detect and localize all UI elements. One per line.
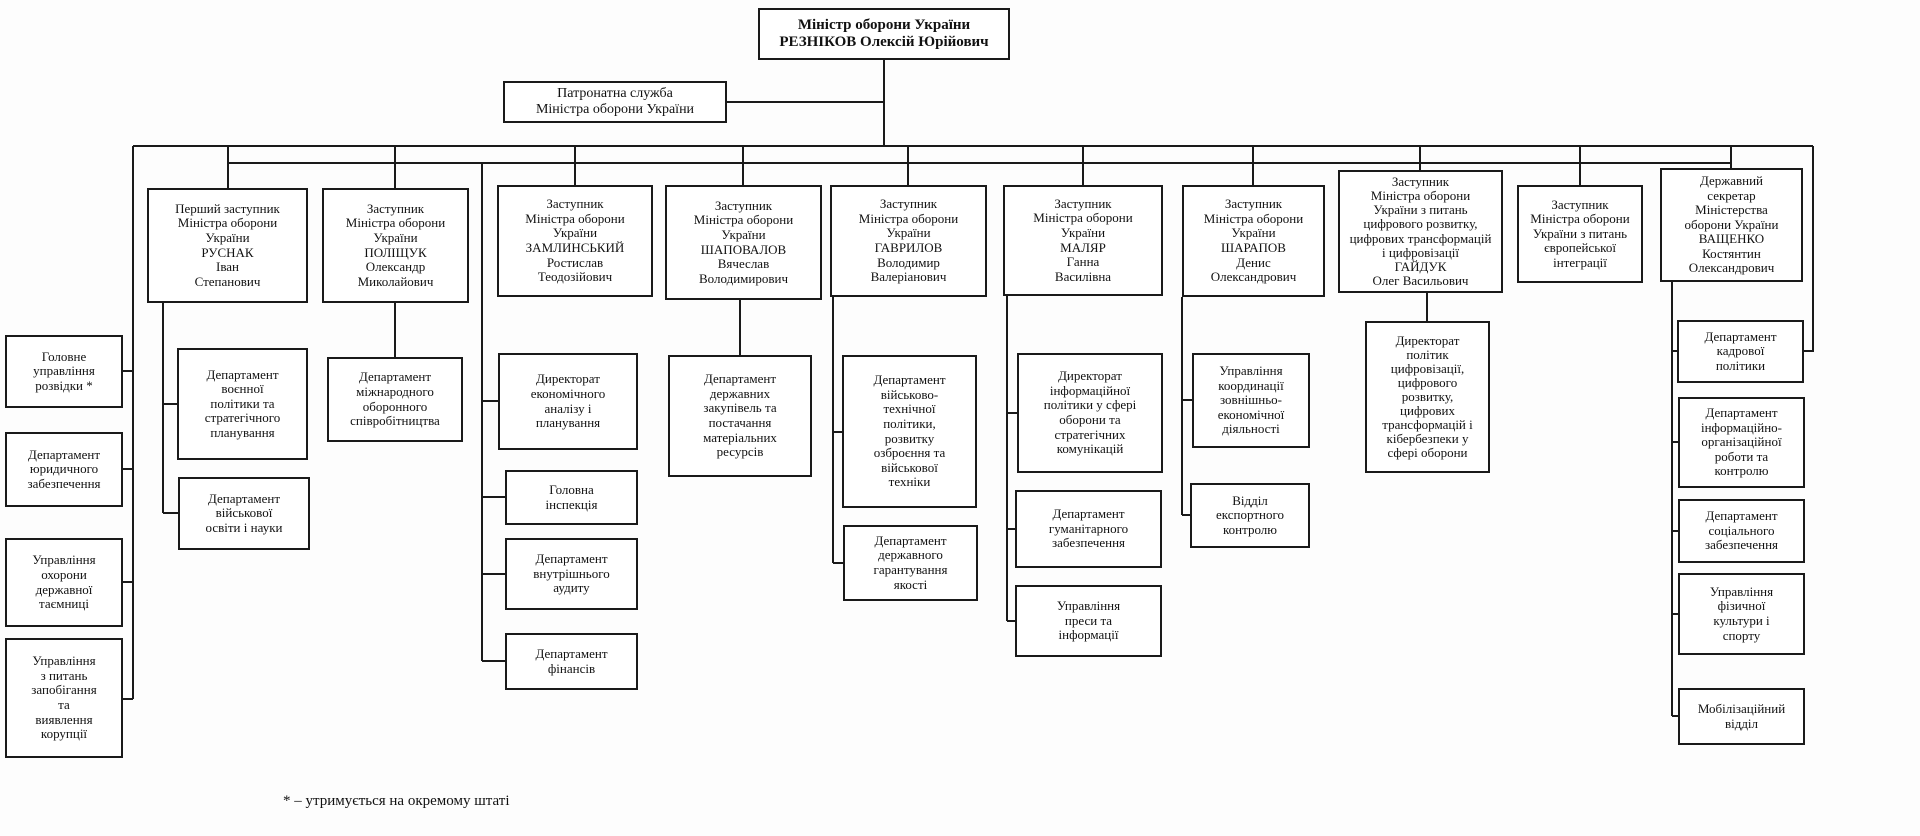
node-foreign-economic-coordination-unit: Управління координації зовнішньо- економ… — [1192, 353, 1310, 448]
node-export-control-unit: Відділ експортного контролю — [1190, 483, 1310, 548]
node-info-org-work-control-dept: Департамент інформаційно- організаційної… — [1678, 397, 1805, 488]
node-deputy-polishchuk: Заступник Міністра оборони України ПОЛІЩ… — [322, 188, 469, 303]
node-military-technical-policy-dept: Департамент військово- технічної політик… — [842, 355, 977, 508]
node-deputy-shapovalov: Заступник Міністра оборони України ШАПОВ… — [665, 185, 822, 300]
node-deputy-havrylov: Заступник Міністра оборони України ГАВРИ… — [830, 185, 987, 297]
node-minister: Міністр оборони України РЕЗНІКОВ Олексій… — [758, 8, 1010, 60]
node-military-policy-planning-dept: Департамент воєнної політики та стратегі… — [177, 348, 308, 460]
node-state-procurement-dept: Департамент державних закупівель та пост… — [668, 355, 812, 477]
node-mobilization-unit: Мобілізаційний відділ — [1678, 688, 1805, 745]
node-state-secrets-protection: Управління охорони державної таємниці — [5, 538, 123, 627]
node-military-education-science-dept: Департамент військової освіти і науки — [178, 477, 310, 550]
node-state-quality-assurance-dept: Департамент державного гарантування якос… — [843, 525, 978, 601]
node-deputy-haiduk-digital: Заступник Міністра оборони України з пит… — [1338, 170, 1503, 293]
node-deputy-zamlynskyi: Заступник Міністра оборони України ЗАМЛИ… — [497, 185, 653, 297]
node-physical-culture-sport-unit: Управління фізичної культури і спорту — [1678, 573, 1805, 655]
node-main-intelligence-directorate: Головне управління розвідки * — [5, 335, 123, 408]
node-state-secretary-vashchenko: Державний секретар Міністерства оборони … — [1660, 168, 1803, 282]
node-humanitarian-support-dept: Департамент гуманітарного забезпечення — [1015, 490, 1162, 568]
node-main-inspection: Головна інспекція — [505, 470, 638, 525]
node-deputy-euro-integration: Заступник Міністра оборони України з пит… — [1517, 185, 1643, 283]
node-press-information-unit: Управління преси та інформації — [1015, 585, 1162, 657]
node-deputy-maliar: Заступник Міністра оборони України МАЛЯР… — [1003, 185, 1163, 296]
footnote: * – утримується на окремому штаті — [283, 793, 510, 809]
node-finance-dept: Департамент фінансів — [505, 633, 638, 690]
node-legal-support-department: Департамент юридичного забезпечення — [5, 432, 123, 507]
node-information-policy-directorate: Директорат інформаційної політики у сфер… — [1017, 353, 1163, 473]
node-economic-analysis-directorate: Директорат економічного аналізу і планув… — [498, 353, 638, 450]
node-internal-audit-dept: Департамент внутрішнього аудиту — [505, 538, 638, 610]
node-deputy-sharapov: Заступник Міністра оборони України ШАРАП… — [1182, 185, 1325, 297]
node-personnel-policy-dept: Департамент кадрової політики — [1677, 320, 1804, 383]
node-first-deputy-rusnak: Перший заступник Міністра оборони Україн… — [147, 188, 308, 303]
node-anticorruption-unit: Управління з питань запобігання та виявл… — [5, 638, 123, 758]
node-patronat-service: Патронатна служба Міністра оборони Украї… — [503, 81, 727, 123]
node-intl-defense-cooperation-dept: Департамент міжнародного оборонного спів… — [327, 357, 463, 442]
node-digitalization-policy-directorate: Директорат політик цифровізації, цифрово… — [1365, 321, 1490, 473]
node-social-support-dept: Департамент соціального забезпечення — [1678, 499, 1805, 563]
